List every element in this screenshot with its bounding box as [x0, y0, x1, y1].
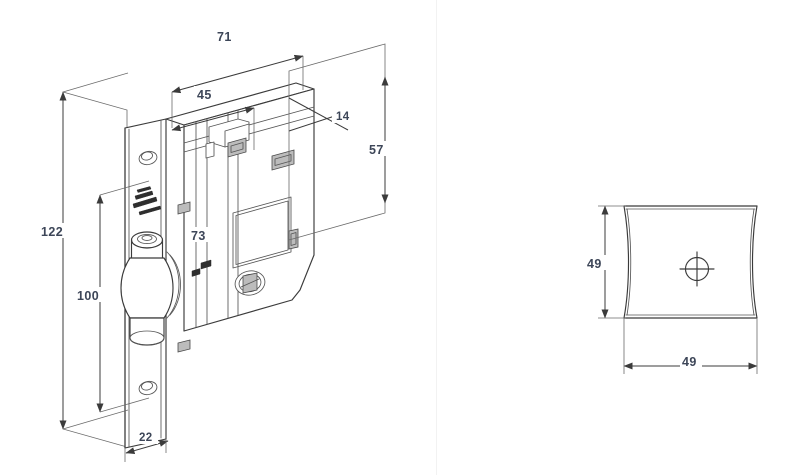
- case-slot-upper: [177, 201, 191, 215]
- dimension-14: 14: [288, 97, 354, 132]
- dimension-57-label: 57: [369, 143, 384, 157]
- dimension-73-label: 73: [191, 229, 206, 243]
- square-escutcheon-outline: [623, 205, 758, 319]
- case-label-recess: [232, 196, 292, 269]
- dimension-49-width: 49: [623, 318, 758, 374]
- dimension-100-label: 100: [77, 289, 99, 303]
- latch-bolt: [120, 231, 174, 346]
- dimension-22-label: 22: [139, 432, 152, 444]
- dimension-122-label: 122: [41, 225, 63, 239]
- faceplate-hole-bottom: [138, 380, 158, 396]
- dimension-73: 73: [189, 227, 213, 243]
- front-square-view: 49 49: [585, 205, 758, 374]
- dimension-14-label: 14: [336, 111, 350, 123]
- reference-plane-left: [62, 91, 128, 448]
- dimension-45-label: 45: [197, 88, 212, 102]
- sheet-divider: [436, 0, 437, 475]
- dimension-49-height-label: 49: [587, 257, 602, 271]
- case-screw-boss: [234, 270, 266, 296]
- dimension-49-width-label: 49: [682, 355, 697, 369]
- crosshair-centre-icon: [679, 251, 715, 287]
- case-slot-lower: [177, 339, 191, 353]
- dimension-45: 45: [171, 86, 255, 150]
- dimension-71-label: 71: [217, 30, 232, 44]
- square-inner-left-edge: [626, 208, 632, 316]
- dimension-22: 22: [124, 430, 169, 462]
- faceplate-hole-top: [138, 150, 158, 166]
- reference-plane-right: [288, 43, 386, 241]
- faceplate-brand-marking: [132, 186, 162, 216]
- isometric-view: 122 100 22: [38, 28, 389, 462]
- lock-faceplate: [120, 118, 181, 449]
- dimension-49-height: 49: [585, 205, 626, 319]
- case-striker-window: [271, 149, 295, 171]
- lock-case-body: [165, 82, 315, 353]
- square-inner-right-edge: [749, 208, 755, 316]
- case-stud-pin: [191, 259, 212, 277]
- dimension-100: 100: [75, 180, 150, 413]
- dimension-122: 122: [38, 72, 129, 430]
- dimension-57: 57: [366, 76, 389, 204]
